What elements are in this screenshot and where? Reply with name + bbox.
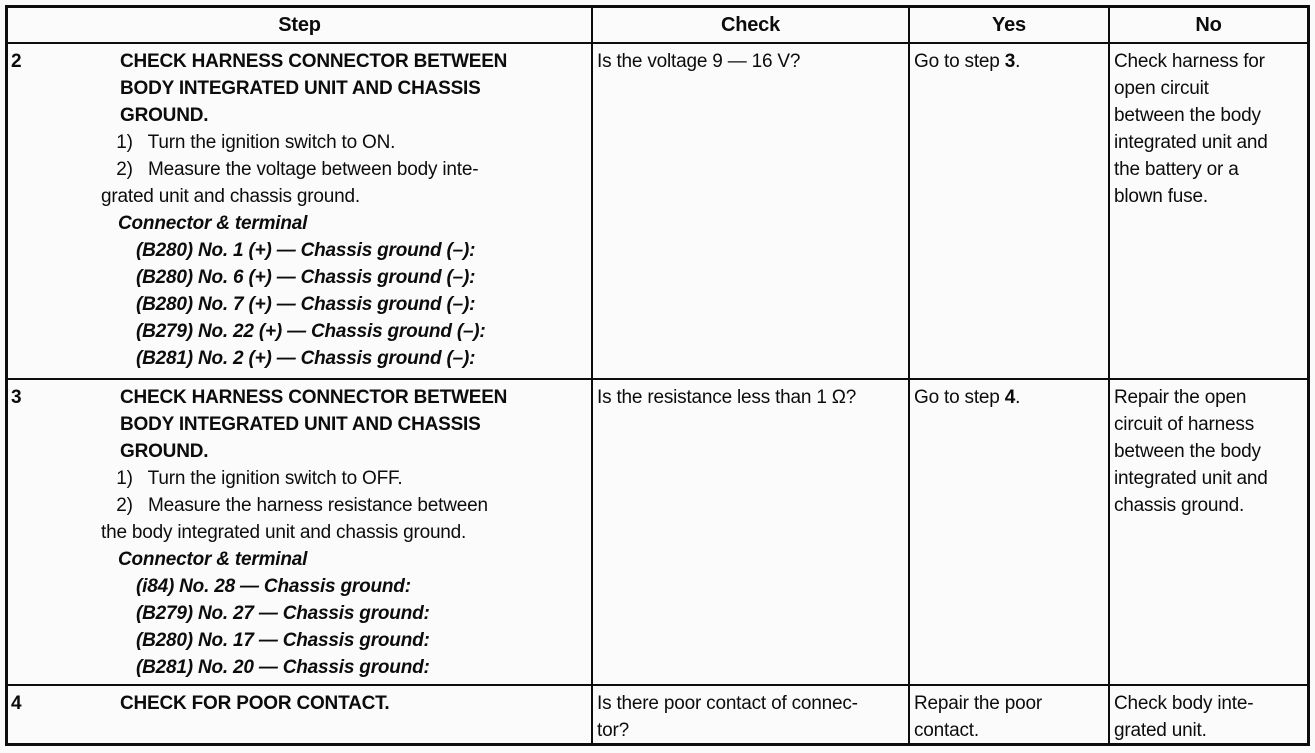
step-title: CHECK HARNESS CONNECTOR BETWEEN BODY INT…	[120, 51, 508, 126]
yes-text-suffix: .	[1015, 51, 1021, 72]
connector-terminal-lines: (i84) No. 28 — Chassis ground: (B279) No…	[136, 576, 430, 678]
table-row-step3-no-cell: Repair the open circuit of harness betwe…	[1110, 380, 1307, 686]
yes-text: Go to step	[914, 51, 1005, 72]
connector-terminal-label: Connector & terminal	[118, 549, 308, 570]
step-title: CHECK HARNESS CONNECTOR BETWEEN BODY INT…	[120, 387, 508, 462]
step-title: CHECK FOR POOR CONTACT.	[120, 693, 390, 714]
yes-text: Repair the poor contact.	[914, 693, 1042, 741]
step-number: 2	[11, 51, 22, 72]
yes-text-suffix: .	[1015, 387, 1021, 408]
table-row-step4-step-cell: 4 CHECK FOR POOR CONTACT.	[8, 686, 593, 744]
table-row-step4-no-cell: Check body inte- grated unit.	[1114, 693, 1254, 741]
step-description: CHECK HARNESS CONNECTOR BETWEEN BODY INT…	[101, 48, 585, 372]
table-row-step3-yes-cell: Go to step 4.	[910, 380, 1110, 686]
table-row-step4-yes-cell: Repair the poor contact.	[910, 686, 1110, 744]
step-instructions: 1) Turn the ignition switch to OFF. 2) M…	[101, 468, 488, 543]
header-cell-yes: Yes	[910, 8, 1110, 44]
step-number: 3	[11, 387, 22, 408]
table-row-step3-check-cell: Is the resistance less than 1 Ω?	[593, 380, 910, 686]
table-row-step2-yes-cell: Go to step 3.	[910, 44, 1110, 380]
yes-step-number: 3	[1004, 51, 1016, 72]
header-cell-no: No	[1110, 8, 1307, 44]
diagnostic-table: Step Check Yes No 2 CHECK HARNESS CONNEC…	[5, 5, 1310, 746]
table-row-step4-check-cell: Is there poor contact of connec- tor?	[593, 686, 910, 744]
step-description: CHECK HARNESS CONNECTOR BETWEEN BODY INT…	[101, 384, 585, 681]
connector-terminal-lines: (B280) No. 1 (+) — Chassis ground (–): (…	[136, 240, 486, 369]
step-number: 4	[11, 693, 22, 714]
connector-terminal-label: Connector & terminal	[118, 213, 308, 234]
step-description: CHECK FOR POOR CONTACT.	[101, 690, 585, 717]
yes-text: Go to step	[914, 387, 1005, 408]
header-cell-check: Check	[593, 8, 910, 44]
header-cell-step: Step	[8, 8, 593, 44]
yes-step-number: 4	[1004, 387, 1016, 408]
step-instructions: 1) Turn the ignition switch to ON. 2) Me…	[101, 132, 479, 207]
table-row-step2-step-cell: 2 CHECK HARNESS CONNECTOR BETWEEN BODY I…	[8, 44, 593, 380]
table-row-step2-no-cell: Check harness for open circuit between t…	[1110, 44, 1307, 380]
table-row-step2-check-cell: Is the voltage 9 — 16 V?	[593, 44, 910, 380]
table-row-step3-step-cell: 3 CHECK HARNESS CONNECTOR BETWEEN BODY I…	[8, 380, 593, 686]
